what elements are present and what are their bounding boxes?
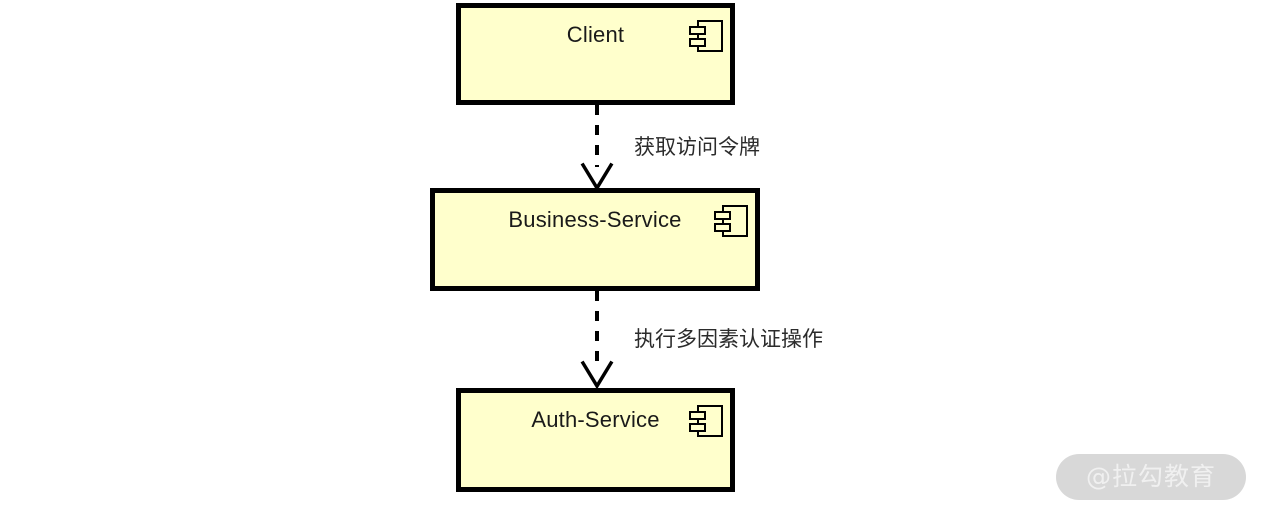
watermark-badge: @拉勾教育 [1056, 454, 1246, 500]
dependency-arrow-client-to-business [560, 105, 640, 192]
component-business-service[interactable]: Business-Service [430, 188, 760, 291]
component-client[interactable]: Client [456, 3, 735, 105]
component-auth-service[interactable]: Auth-Service [456, 388, 735, 492]
arrowhead-open [580, 360, 614, 390]
watermark-text: @拉勾教育 [1085, 462, 1216, 491]
uml-component-icon [689, 20, 723, 52]
component-client-label: Client [566, 22, 625, 47]
dependency-arrow-business-to-auth [560, 291, 640, 390]
component-business-service-label: Business-Service [508, 207, 682, 232]
uml-component-icon [714, 205, 748, 237]
component-auth-service-label: Auth-Service [531, 407, 660, 432]
arrowhead-open [580, 162, 614, 192]
dependency-label-perform-mfa: 执行多因素认证操作 [634, 327, 823, 351]
uml-component-icon [689, 405, 723, 437]
dependency-label-get-access-token: 获取访问令牌 [634, 135, 760, 159]
